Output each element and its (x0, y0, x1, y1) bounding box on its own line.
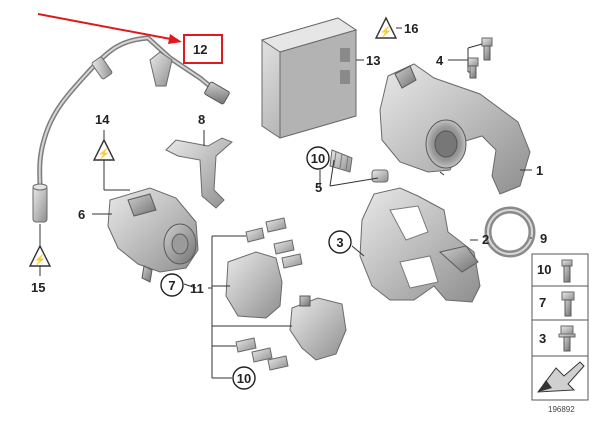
warning-triangle-icon: ⚡ (92, 138, 116, 161)
part-4-bleeder-screws[interactable] (467, 37, 493, 79)
callout-4: 4 (436, 53, 444, 68)
callout-14: 14 (95, 112, 110, 127)
callout-12: 12 (193, 42, 207, 57)
circled-callouts: 10 3 7 10 (160, 146, 352, 390)
part-9-seal-ring[interactable] (484, 206, 536, 258)
callout-8: 8 (198, 112, 205, 127)
part-5-guide-bolts[interactable] (329, 149, 389, 183)
bolt-icon (561, 259, 573, 283)
part-8-bracket[interactable] (165, 137, 233, 209)
callout-11: 11 (190, 281, 204, 296)
pad-clips-upper (245, 217, 303, 269)
callout-15: 15 (31, 280, 45, 295)
callout-1: 1 (536, 163, 543, 178)
part-12-wear-sensor[interactable] (32, 35, 230, 223)
tool-arrow-icon (536, 361, 585, 393)
callouts: 12 16 13 4 14 8 1 5 6 2 9 11 15 (31, 21, 547, 296)
callout-10: 10 (311, 151, 325, 166)
fastener-legend: 10 7 3 (531, 253, 589, 401)
callout-10-lower: 10 (237, 371, 251, 386)
callout-5: 5 (315, 180, 322, 195)
warning-triangle-icon: ⚡ (374, 16, 398, 39)
highlight-arrow (37, 13, 182, 44)
part-1-caliper-housing[interactable] (379, 63, 531, 195)
part-3-carrier-bracket[interactable] (359, 187, 481, 303)
callout-16: 16 (404, 21, 418, 36)
svg-text:⚡: ⚡ (380, 25, 392, 38)
hex-socket-bolt-icon (561, 291, 575, 317)
pad-clips-lower (235, 337, 289, 371)
callout-9: 9 (540, 231, 547, 246)
drawing-number: 196892 (548, 405, 575, 414)
legend-3: 3 (539, 331, 546, 346)
callout-7: 7 (168, 278, 175, 293)
part-6-actuator-motor[interactable] (107, 187, 199, 283)
part-13-control-unit[interactable] (260, 17, 358, 139)
part-11-brake-pads[interactable] (225, 217, 347, 371)
svg-text:⚡: ⚡ (98, 147, 110, 160)
svg-text:⚡: ⚡ (34, 253, 46, 266)
callout-6: 6 (78, 207, 85, 222)
warning-triangle-icon: ⚡ (28, 244, 52, 267)
callout-3: 3 (336, 235, 343, 250)
flange-bolt-icon (558, 325, 576, 352)
leader-lines (39, 27, 532, 379)
legend-10: 10 (537, 262, 551, 277)
legend-7: 7 (539, 295, 546, 310)
callout-13: 13 (366, 53, 380, 68)
highlight-box (183, 34, 223, 64)
callout-2: 2 (482, 232, 489, 247)
